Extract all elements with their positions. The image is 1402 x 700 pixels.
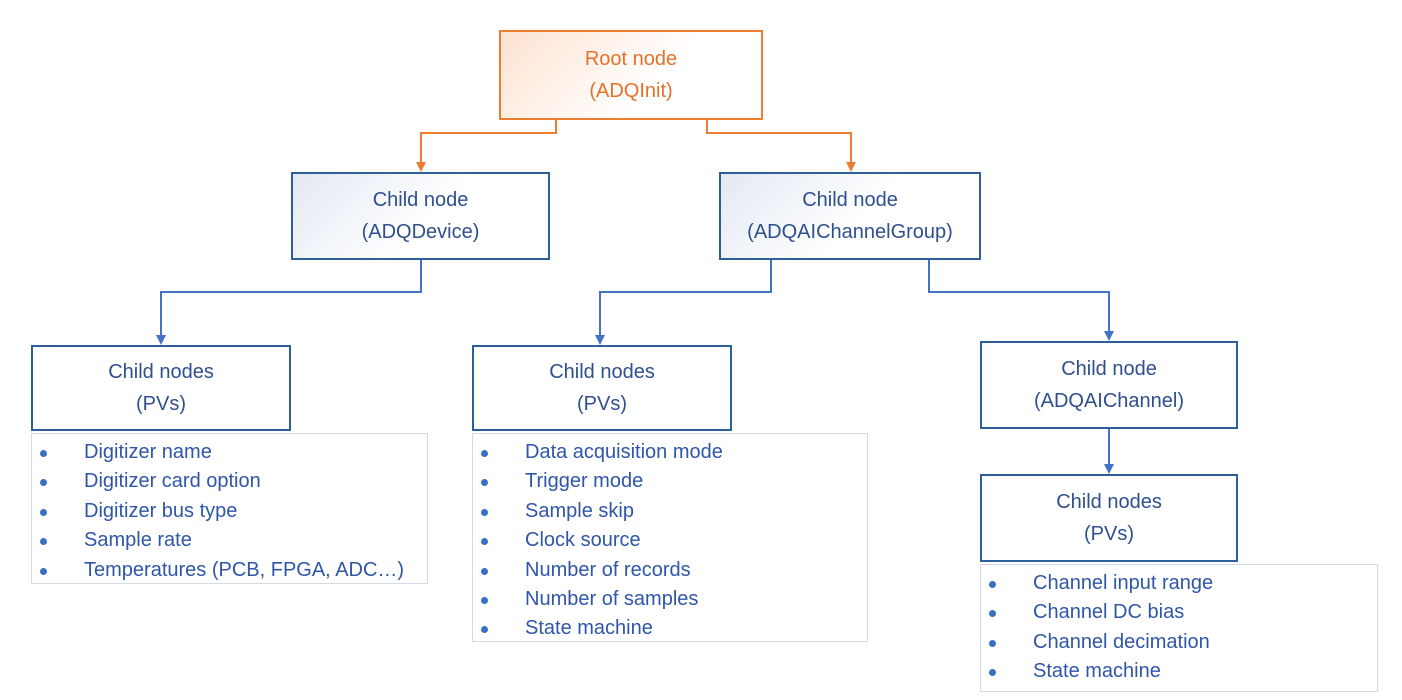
group-pvs-title: Child nodes: [549, 361, 655, 383]
device-pvs-node: Child nodes (PVs): [31, 345, 291, 431]
list-item: Temperatures (PCB, FPGA, ADC…): [32, 556, 427, 585]
list-item: Trigger mode: [473, 467, 867, 496]
connector-root-to-device: [416, 120, 557, 172]
list-item: State machine: [981, 657, 1377, 686]
list-item: Channel DC bias: [981, 598, 1377, 627]
group-pvs-node: Child nodes (PVs): [472, 345, 732, 431]
list-item: Sample rate: [32, 526, 427, 555]
channel-node-title: Child node: [1061, 358, 1157, 380]
channel-pvs-node: Child nodes (PVs): [980, 474, 1238, 562]
channel-group-node-title: Child node: [802, 189, 898, 211]
group-pvs-list: Data acquisition mode Trigger mode Sampl…: [472, 433, 868, 642]
channel-pvs-subtitle: (PVs): [1084, 523, 1134, 545]
list-item: Number of records: [473, 556, 867, 585]
connector-group-to-channel: [928, 260, 1114, 341]
device-pvs-title: Child nodes: [108, 361, 214, 383]
channel-node-subtitle: (ADQAIChannel): [1033, 390, 1185, 412]
root-node-title: Root node: [584, 48, 678, 70]
channel-pvs-list: Channel input range Channel DC bias Chan…: [980, 564, 1378, 692]
device-pvs-list: Digitizer name Digitizer card option Dig…: [31, 433, 428, 584]
device-pvs-subtitle: (PVs): [136, 393, 186, 415]
channel-node: Child node (ADQAIChannel): [980, 341, 1238, 429]
channel-pvs-title: Child nodes: [1056, 491, 1162, 513]
list-item: Digitizer bus type: [32, 497, 427, 526]
channel-group-node: Child node (ADQAIChannelGroup): [719, 172, 981, 260]
list-item: Digitizer card option: [32, 467, 427, 496]
list-item: Clock source: [473, 526, 867, 555]
connector-group-to-pvs: [595, 260, 772, 345]
root-node-subtitle: (ADQInit): [589, 80, 673, 102]
root-node: Root node (ADQInit): [499, 30, 763, 120]
connector-device-to-pvs: [156, 260, 422, 345]
list-item: State machine: [473, 614, 867, 643]
device-node-title: Child node: [372, 189, 469, 211]
list-item: Data acquisition mode: [473, 438, 867, 467]
group-pvs-subtitle: (PVs): [577, 393, 627, 415]
list-item: Channel input range: [981, 569, 1377, 598]
list-item: Channel decimation: [981, 628, 1377, 657]
device-node-subtitle: (ADQDevice): [361, 221, 480, 243]
device-node: Child node (ADQDevice): [291, 172, 550, 260]
connector-root-to-group: [706, 120, 856, 172]
list-item: Digitizer name: [32, 438, 427, 467]
list-item: Sample skip: [473, 497, 867, 526]
channel-group-node-subtitle: (ADQAIChannelGroup): [747, 221, 953, 243]
list-item: Number of samples: [473, 585, 867, 614]
